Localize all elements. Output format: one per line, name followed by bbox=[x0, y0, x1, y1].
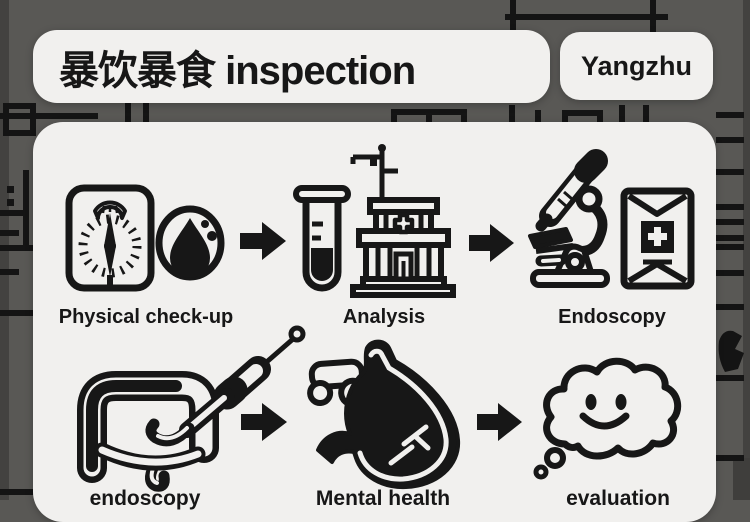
left-edge-band bbox=[0, 0, 9, 500]
author-card: Yangzhu bbox=[560, 32, 713, 100]
step-label-physical-check-up: Physical check-up bbox=[58, 306, 234, 328]
step-label-mental-health: Mental health bbox=[315, 487, 451, 510]
step-label-analysis: Analysis bbox=[342, 306, 426, 328]
background-blob bbox=[718, 330, 744, 372]
step-label-evaluation: evaluation bbox=[566, 487, 670, 510]
right-edge-band bbox=[743, 0, 750, 500]
author-name: Yangzhu bbox=[580, 50, 692, 81]
step-label-endoscopy: Endoscopy bbox=[558, 306, 666, 328]
page-title: 暴饮暴食 inspection bbox=[59, 48, 416, 93]
step-label-endoscopy-2: endoscopy bbox=[89, 487, 201, 510]
title-card: 暴饮暴食 inspection bbox=[33, 30, 550, 103]
